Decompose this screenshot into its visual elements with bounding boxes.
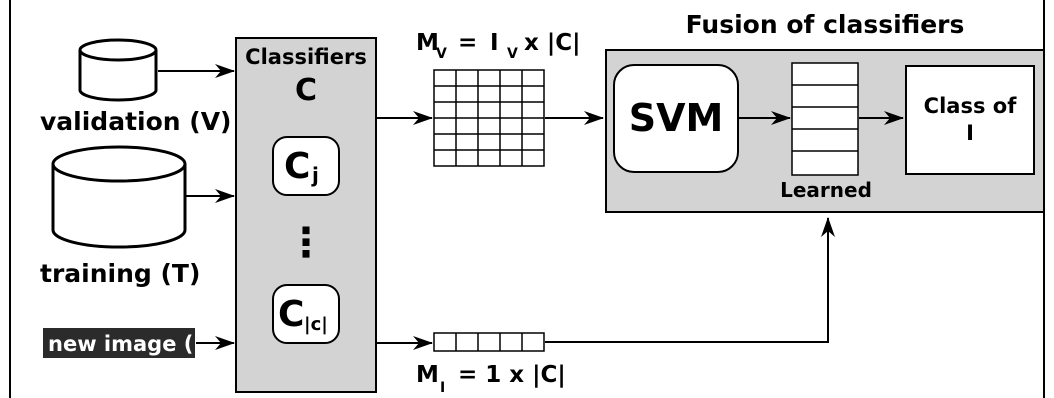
classifiers-title: Classifiers xyxy=(245,45,367,69)
new-image-badge xyxy=(43,328,195,358)
svg-text:= 1 x |C|: = 1 x |C| xyxy=(458,362,566,388)
matrix-v-grid xyxy=(433,69,545,167)
svm-label: SVM xyxy=(629,96,724,140)
class-output-line1: Class of xyxy=(924,94,1018,118)
classifier-last-box: C |c| xyxy=(272,284,340,344)
matrix-v-label: M V = I V x |C| xyxy=(416,30,581,62)
svg-text:M: M xyxy=(416,30,439,56)
matrix-i-grid xyxy=(433,332,545,352)
classifiers-set-symbol: C xyxy=(295,73,317,108)
svg-text:M: M xyxy=(416,362,439,388)
matrix-i-label: M I = 1 x |C| xyxy=(416,362,566,396)
svg-text:x |C|: x |C| xyxy=(524,30,581,56)
svg-text:I: I xyxy=(440,380,445,396)
svg-text:=: = xyxy=(458,30,477,56)
classifier-j-symbol: C xyxy=(284,146,310,187)
fusion-title: Fusion of classifiers xyxy=(686,10,965,39)
arrow-mi-to-learned xyxy=(545,217,835,343)
svg-text:I: I xyxy=(490,30,499,56)
svm-box xyxy=(613,64,739,173)
svg-text:V: V xyxy=(507,46,518,62)
training-label: training (T) xyxy=(40,259,200,288)
classifier-last-symbol: C xyxy=(278,294,304,335)
class-output-box xyxy=(905,65,1035,175)
classifier-j-subscript: j xyxy=(311,163,319,187)
class-output-line2: I xyxy=(966,121,974,145)
learned-model-table xyxy=(791,62,859,176)
learned-label: Learned xyxy=(780,178,872,202)
validation-label: validation (V) xyxy=(40,107,231,136)
training-database-icon xyxy=(51,145,187,249)
classifiers-ellipsis: ⋮ xyxy=(286,220,326,266)
classifier-last-subscript: |c| xyxy=(304,314,328,335)
svg-text:V: V xyxy=(436,46,447,62)
validation-database-icon xyxy=(78,38,158,102)
classifier-j-box: C j xyxy=(272,136,340,196)
new-image-label: new image (I) xyxy=(48,332,211,356)
